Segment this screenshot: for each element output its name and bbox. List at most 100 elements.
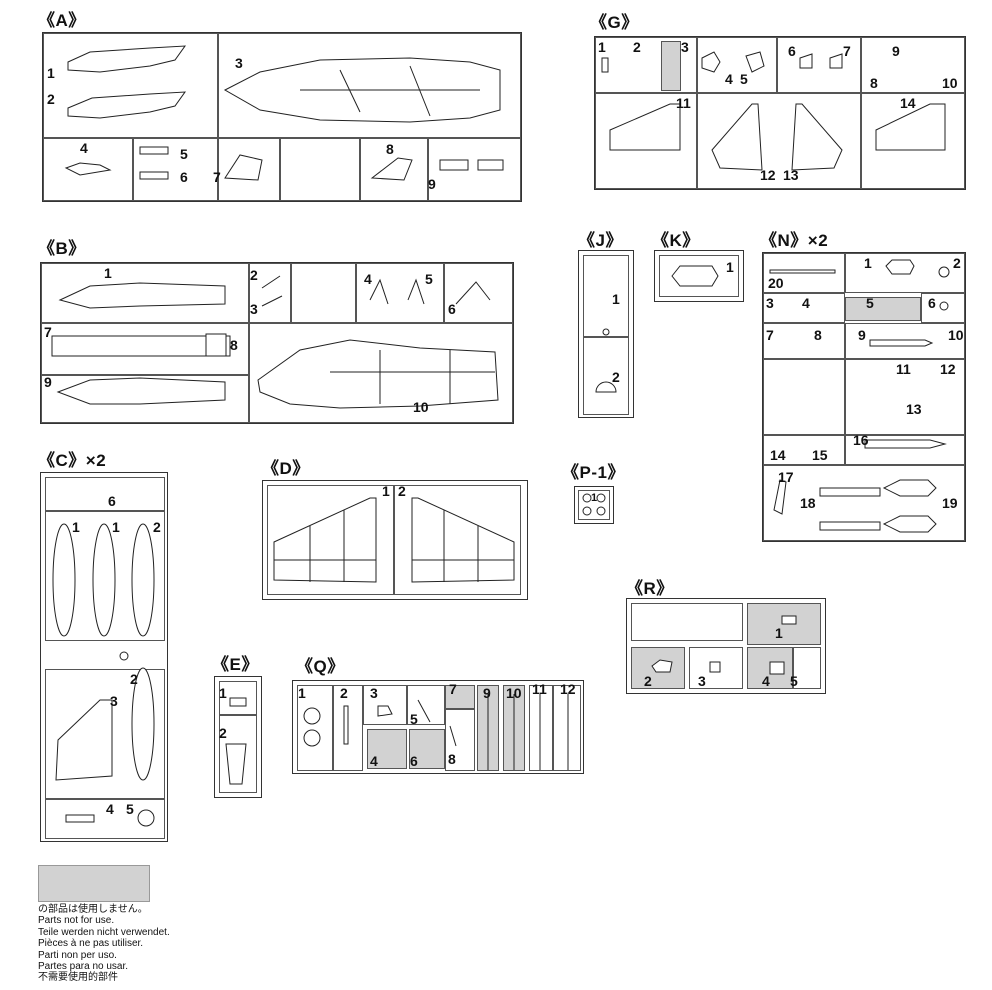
legend-line: の部品は使用しません。 bbox=[38, 904, 148, 915]
sprue-n-part-label: 16 bbox=[853, 432, 869, 448]
sprue-c-part-label: 3 bbox=[110, 693, 118, 709]
sprue-q-part-label: 11 bbox=[532, 681, 547, 697]
sprue-q-cell-3 bbox=[363, 685, 407, 725]
sprue-g-cell-6-7 bbox=[777, 37, 861, 93]
sprue-j-part-label: 2 bbox=[612, 369, 620, 385]
sprue-q-cell-11 bbox=[529, 685, 553, 771]
sprue-g-part-label: 11 bbox=[676, 95, 691, 111]
sprue-n-title: 《N》×2 bbox=[760, 231, 829, 250]
sprue-r-part-label: 3 bbox=[698, 673, 706, 689]
sprue-g-cell-8-10 bbox=[861, 37, 965, 93]
sprue-q-part-label: 6 bbox=[410, 753, 418, 769]
sprue-j-part-label: 1 bbox=[612, 291, 620, 307]
sprue-q-part-label: 9 bbox=[483, 685, 491, 701]
sprue-q-cell-1 bbox=[297, 685, 333, 771]
sprue-c-title: 《C》×2 bbox=[38, 451, 107, 470]
sprue-r-part-label: 2 bbox=[644, 673, 652, 689]
sprue-p1-part-label: 1 bbox=[591, 492, 598, 504]
sprue-a-part-label: 9 bbox=[428, 176, 436, 192]
legend-line: Partes para no usar. bbox=[38, 961, 129, 973]
sprue-r-part-label: 4 bbox=[762, 673, 770, 689]
sprue-n-part-label: 4 bbox=[802, 295, 810, 311]
sprue-q-part-label: 4 bbox=[370, 753, 378, 769]
sprue-n-cell-6 bbox=[921, 293, 965, 323]
sprue-c-cell-6 bbox=[45, 477, 165, 511]
sprue-n-part-label: 18 bbox=[800, 495, 816, 511]
sprue-c-part-label: 5 bbox=[126, 801, 134, 817]
sprue-n-part-label: 9 bbox=[858, 327, 866, 343]
sprue-j-cell-1 bbox=[583, 255, 629, 337]
sprue-g-title: 《G》 bbox=[590, 13, 639, 32]
sprue-b-part-label: 10 bbox=[413, 399, 429, 415]
sprue-q-cell-8 bbox=[445, 709, 475, 771]
sprue-g-part-label: 8 bbox=[870, 75, 878, 91]
sprue-b-part-label: 6 bbox=[448, 301, 456, 317]
sprue-k-part-label: 1 bbox=[726, 259, 734, 275]
sprue-d-part-label: 1 bbox=[382, 483, 390, 499]
sprue-n-part-label: 17 bbox=[778, 469, 794, 485]
sprue-a-part-label: 5 bbox=[180, 146, 188, 162]
sprue-n-part-label: 12 bbox=[940, 361, 956, 377]
sprue-q-title: 《Q》 bbox=[296, 657, 345, 676]
sprue-e-title: 《E》 bbox=[212, 655, 259, 674]
sprue-n-part-label: 8 bbox=[814, 327, 822, 343]
sprue-q-part-label: 7 bbox=[449, 681, 457, 697]
unused-parts-legend: の部品は使用しません。 Parts not for use. Teile wer… bbox=[38, 904, 170, 984]
sprue-n-part-label: 19 bbox=[942, 495, 958, 511]
sprue-g-part-label: 7 bbox=[843, 43, 851, 59]
sprue-g-part-label: 12 bbox=[760, 167, 776, 183]
sprue-n-part-label: 3 bbox=[766, 295, 774, 311]
legend-line: Pièces à ne pas utiliser. bbox=[38, 938, 144, 950]
sprue-a-part-label: 2 bbox=[47, 91, 55, 107]
sprue-d-part-label: 2 bbox=[398, 483, 406, 499]
sprue-g-part-label: 2 bbox=[633, 39, 641, 55]
sprue-q-cell-6-unused bbox=[409, 729, 445, 769]
unused-parts-swatch bbox=[38, 865, 150, 902]
sprue-a-cell-empty bbox=[280, 138, 360, 201]
sprue-g-part-label: 10 bbox=[942, 75, 958, 91]
sprue-q-frame bbox=[292, 680, 584, 774]
sprue-b-part-label: 8 bbox=[230, 337, 238, 353]
sprue-b-part-label: 2 bbox=[250, 267, 258, 283]
sprue-p1-cell bbox=[578, 490, 610, 520]
legend-line: Parts not for use. bbox=[38, 915, 115, 927]
sprue-n-part-label: 7 bbox=[766, 327, 774, 343]
legend-line: Teile werden nicht verwendet. bbox=[38, 926, 170, 938]
sprue-n-part-label: 14 bbox=[770, 447, 786, 463]
sprue-b-part-label: 9 bbox=[44, 374, 52, 390]
sprue-g-part-label: 14 bbox=[900, 95, 916, 111]
sprue-p1-title: 《P-1》 bbox=[562, 463, 625, 482]
sprue-n-cell-empty-a bbox=[763, 359, 845, 435]
sprue-c-cell-4-5 bbox=[45, 799, 165, 839]
sprue-a-part-label: 4 bbox=[80, 140, 88, 156]
sprue-j-cell-2 bbox=[583, 337, 629, 415]
sprue-j-title: 《J》 bbox=[578, 231, 623, 250]
legend-line: 不需要使用的部件 bbox=[38, 972, 118, 984]
sprue-d-title: 《D》 bbox=[262, 459, 310, 478]
sprue-c-part-label: 6 bbox=[108, 493, 116, 509]
sprue-a-title: 《A》 bbox=[38, 11, 86, 30]
sprue-q-part-label: 3 bbox=[370, 685, 378, 701]
sprue-b-title: 《B》 bbox=[38, 239, 86, 258]
sprue-c-part-label: 1 bbox=[112, 519, 120, 535]
sprue-n-part-label: 15 bbox=[812, 447, 828, 463]
sprue-a-part-label: 8 bbox=[386, 141, 394, 157]
sprue-n-part-label: 2 bbox=[953, 255, 961, 271]
sprue-b-cell-6 bbox=[444, 263, 513, 323]
sprue-n-cell-7-8 bbox=[763, 323, 845, 359]
sprue-n-cell-14-15 bbox=[763, 435, 845, 465]
sprue-n-cell-5-unused bbox=[845, 297, 921, 321]
sprue-g-part-label: 1 bbox=[598, 39, 606, 55]
sprue-q-cell-12 bbox=[553, 685, 581, 771]
sprue-n-part-label: 20 bbox=[768, 275, 784, 291]
sprue-b-cell-4-5 bbox=[356, 263, 444, 323]
sprue-q-part-label: 12 bbox=[560, 681, 576, 697]
